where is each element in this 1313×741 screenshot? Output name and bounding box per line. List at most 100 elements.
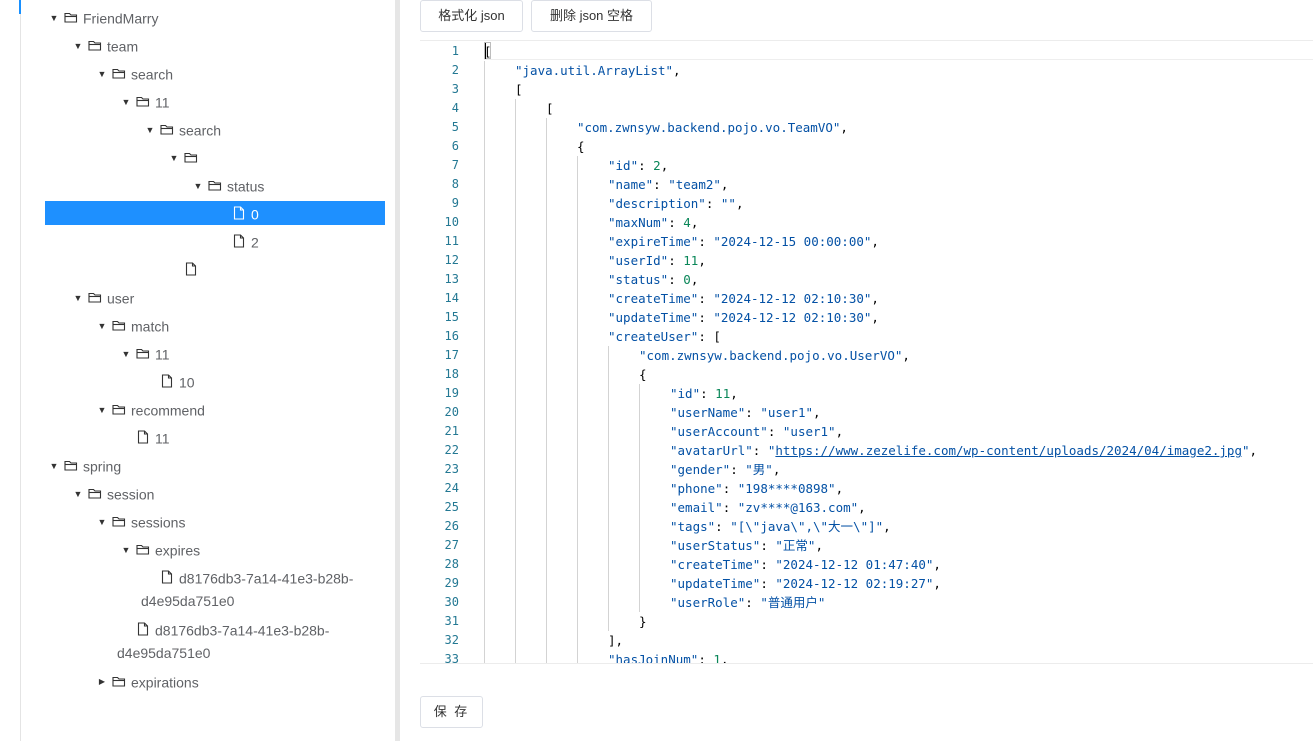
caret-down-icon[interactable]: ▼ [97,405,107,416]
code-token-key: "createUser" [608,329,699,344]
save-button[interactable]: 保 存 [420,696,483,728]
line-number: 31 [444,614,459,628]
caret-down-icon[interactable]: ▼ [193,181,203,192]
caret-down-icon[interactable]: ▼ [49,461,59,472]
tree-node-label: expires [155,542,201,559]
tree-folder-node[interactable]: ▼ status [45,171,385,199]
tree-folder-node[interactable]: ▼ recommend [45,395,385,423]
active-indicator [19,0,21,14]
caret-down-icon[interactable]: ▼ [121,349,131,360]
tree-folder-node[interactable]: ▼team [45,31,385,59]
tree-folder-node[interactable]: ▼ expires [45,535,385,563]
tree-key-node[interactable]: 11 [45,423,385,451]
caret-down-icon[interactable]: ▼ [73,293,83,304]
panel-splitter[interactable] [395,0,400,741]
caret-down-icon[interactable]: ▼ [97,321,107,332]
tree-folder-node[interactable]: ▼ [45,143,385,171]
caret-down-icon[interactable]: ▼ [169,153,179,164]
line-number: 14 [444,291,459,305]
line-number: 23 [444,462,459,476]
code-token-key: "email" [670,500,723,515]
code-line: "avatarUrl": "https://www.zezelife.com/w… [670,441,1257,460]
code-token-str: " [767,443,776,458]
code-token-p: : [745,595,761,610]
caret-down-icon[interactable]: ▼ [121,97,131,108]
code-token-p: , [690,215,699,230]
line-number: 1 [451,44,459,58]
code-token-key: "userAccount" [670,424,768,439]
tree-key-node[interactable] [45,255,385,283]
tree-key-node[interactable]: d8176db3-7a14-41e3-b28b-d4e95da751e0 [45,615,385,667]
tree-folder-node[interactable]: ▶expirations [45,667,385,695]
tree-folder-node[interactable]: ▼ FriendMarry [45,3,385,31]
caret-down-icon[interactable]: ▼ [97,517,107,528]
tree-key-node[interactable]: 10 [45,367,385,395]
format-json-button[interactable]: 格式化 json [420,0,523,32]
code-token-p: , [858,500,866,515]
indent-guide [515,99,516,663]
document-icon [161,374,173,388]
line-number: 27 [444,538,459,552]
code-token-p: : [760,557,776,572]
code-line: "java.util.ArrayList", [515,61,681,80]
code-token-key: "userStatus" [670,538,761,553]
code-token-p: , [698,253,706,268]
code-token-p: , [835,424,844,439]
tree-folder-node[interactable]: ▼session [45,479,385,507]
tree-node-label: recommend [131,402,205,419]
code-area[interactable]: ["java.util.ArrayList",[["com.zwnsyw.bac… [484,41,1313,663]
tree-folder-node[interactable]: ▼match [45,311,385,339]
code-token-p: { [577,139,585,154]
caret-down-icon[interactable]: ▼ [97,69,107,80]
code-token-str: "普通用户" [760,595,826,610]
indent-guide [608,346,609,631]
tree-node-label: sessions [131,514,186,531]
code-line: "phone": "198****0898", [670,479,843,498]
code-line: "id": 2, [608,156,668,175]
code-token-p: : [760,538,776,553]
line-number: 32 [444,633,459,647]
tree-folder-node[interactable]: ▼search [45,115,385,143]
caret-down-icon[interactable]: ▼ [121,545,131,556]
code-token-p: : [700,386,716,401]
code-token-str: "2024-12-12 02:10:30" [713,310,872,325]
document-icon [185,262,197,276]
tree-folder-node[interactable]: ▼ 11 [45,87,385,115]
caret-right-icon[interactable]: ▶ [98,677,106,687]
tree-node-label: 0 [251,206,259,223]
tree-key-node[interactable]: d8176db3-7a14-41e3-b28b-d4e95da751e0 [45,563,385,615]
line-number: 7 [451,158,459,172]
tree-key-node[interactable]: 0 [45,201,385,225]
code-token-key: "maxNum" [608,215,669,230]
tree-node-label: FriendMarry [83,10,159,27]
tree-folder-node[interactable]: ▼spring [45,451,385,479]
strip-json-spaces-button[interactable]: 删除 json 空格 [531,0,652,32]
folder-open-icon [112,517,126,527]
code-token-p: , [871,234,879,249]
tree-node-label: 11 [155,94,170,111]
tree-folder-node[interactable]: ▼search [45,59,385,87]
code-token-key: "gender" [670,462,731,477]
tree-node-label: status [227,178,265,195]
caret-down-icon[interactable]: ▼ [145,125,155,136]
tree-folder-node[interactable]: ▼ sessions [45,507,385,535]
document-icon [233,234,245,248]
code-line: "hasJoinNum": 1, [608,650,728,663]
caret-down-icon[interactable]: ▼ [73,489,83,500]
line-number: 28 [444,557,459,571]
code-token-key: "userName" [670,405,746,420]
caret-down-icon[interactable]: ▼ [49,13,59,24]
bracket-match-highlight [484,42,491,59]
code-line: } [639,612,647,631]
code-line: "userName": "user1", [670,403,821,422]
tree-folder-node[interactable]: ▼11 [45,339,385,367]
code-token-p: : [705,196,721,211]
tree-folder-node[interactable]: ▼user [45,283,385,311]
text-cursor [485,43,486,59]
tree-key-node[interactable]: 2 [45,227,385,255]
code-token-url[interactable]: https://www.zezelife.com/wp-content/uplo… [775,443,1242,458]
code-token-key: "avatarUrl" [670,443,753,458]
caret-down-icon[interactable]: ▼ [73,41,83,52]
code-token-str: "2024-12-12 02:19:27" [775,576,934,591]
